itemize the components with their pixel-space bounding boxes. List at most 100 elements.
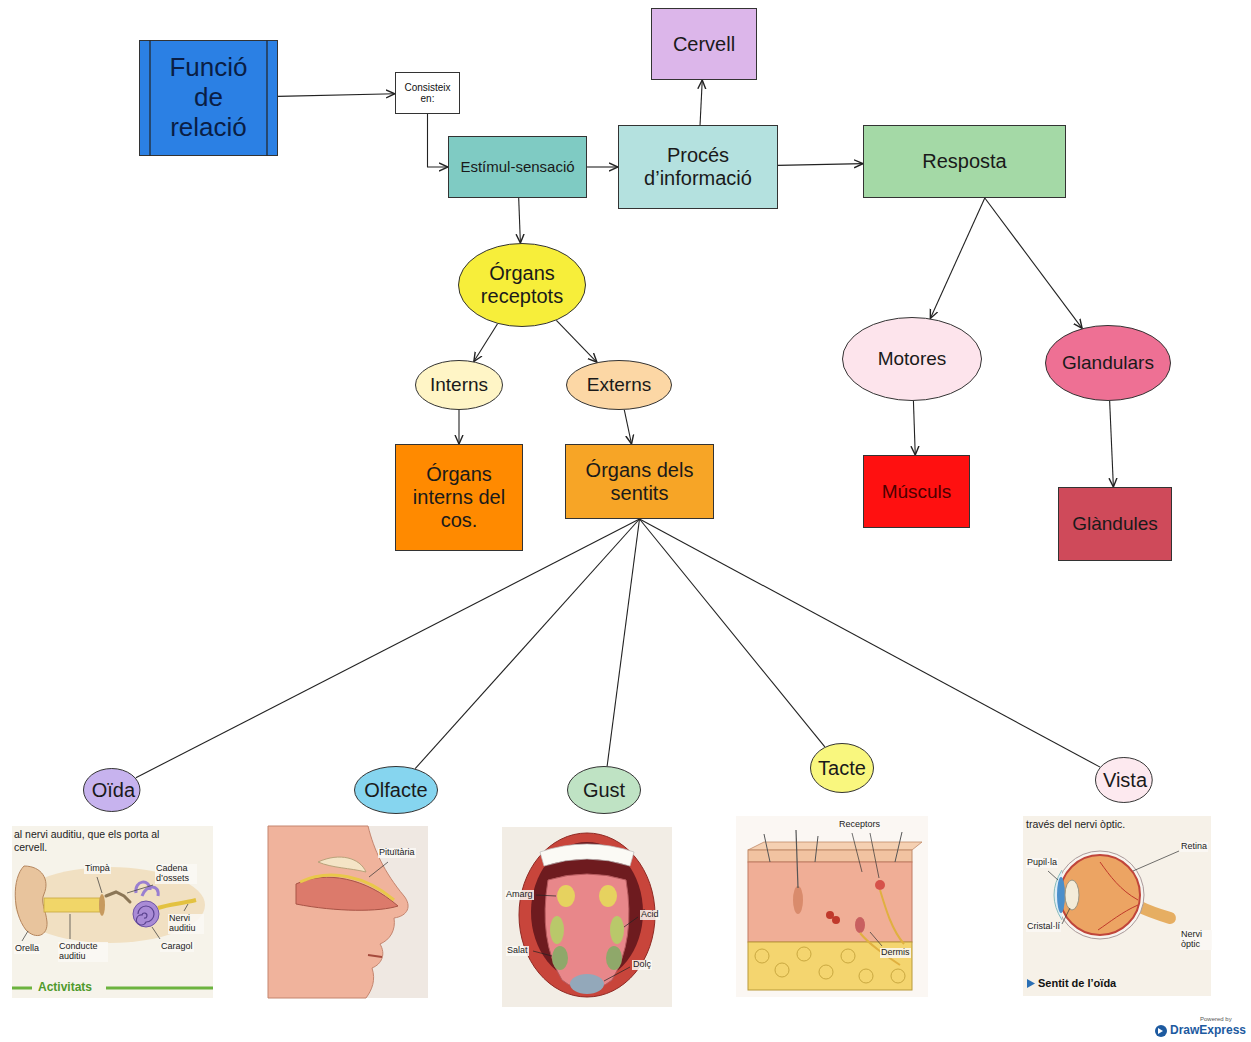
eye-illustration-part (1027, 979, 1035, 988)
eye-illustration (1023, 816, 1211, 996)
connector-arrow (778, 164, 863, 166)
eye-illustration-part (1065, 880, 1079, 910)
photo-label: Nervi auditiu (168, 914, 204, 934)
watermark-logo-part (1155, 1025, 1167, 1037)
skin-illustration-part (852, 833, 862, 872)
connector-line (640, 519, 825, 747)
eye-illustration-part (1057, 877, 1065, 913)
concept-ellipse: Interns (415, 360, 503, 410)
skin-illustration-part (870, 932, 882, 946)
skin-illustration-part (748, 850, 912, 862)
node-shape (619, 126, 778, 209)
photo-label: Dermis (880, 948, 911, 958)
photo-label: Sentit de l’oïda (1038, 977, 1116, 989)
tongue-illustration-part (557, 885, 575, 907)
watermark-logo-part (1158, 1028, 1163, 1034)
node-shape (449, 137, 587, 198)
concept-box: Órgans dels sentits (565, 444, 714, 519)
skin-illustration-part (764, 834, 770, 862)
concept-box: Resposta (863, 125, 1066, 198)
photo-label: Cristal·lí (1026, 922, 1061, 932)
tongue-illustration-part (599, 885, 617, 907)
node-text: Músculs (882, 481, 952, 503)
concept-ellipse: Olfacte (354, 766, 438, 814)
eye-illustration-part (1062, 908, 1070, 924)
node-text: Cervell (673, 33, 735, 56)
tongue-illustration-part (604, 967, 630, 981)
concept-ellipse: Glandulars (1045, 325, 1171, 401)
node-text: Glandulars (1062, 352, 1154, 374)
photo-label: Salat (506, 946, 529, 956)
node-shape (1046, 326, 1171, 401)
node-text: Funció de relació (155, 53, 262, 143)
photo-label: Caragol (160, 942, 194, 952)
tongue-illustration-part (606, 946, 622, 970)
connector-line (136, 519, 640, 778)
tongue-illustration-part (540, 844, 634, 866)
concept-box: Músculs (863, 455, 970, 528)
concept-ellipse: Externs (566, 360, 672, 410)
skin-illustration-part (819, 965, 833, 979)
skin-illustration-part (832, 916, 840, 924)
connector-line (640, 519, 1101, 767)
tongue-illustration-part (536, 895, 556, 896)
skin-illustration-part (875, 880, 885, 890)
skin-illustration-part (815, 836, 818, 862)
ear-illustration-part (136, 906, 154, 925)
connector-arrow (587, 166, 618, 167)
connector-line (415, 519, 639, 769)
eye-illustration-part (1098, 862, 1138, 930)
node-shape (567, 361, 672, 410)
nose-illustration-part (296, 877, 398, 910)
node-text: Órgans dels sentits (571, 459, 708, 505)
node-text: Estímul-sensació (460, 158, 574, 175)
skin-illustration-part (736, 816, 928, 997)
tongue-illustration-part (570, 974, 604, 994)
photo-label: Activitats (38, 981, 92, 994)
connector-arrow (428, 114, 449, 167)
photo-label: Amarg (505, 890, 534, 900)
node-shape (140, 41, 278, 156)
tongue-illustration-part (545, 874, 629, 990)
concept-ellipse: Tacte (810, 743, 874, 793)
nose-illustration (268, 826, 428, 998)
skin-illustration-part (797, 947, 811, 961)
concept-box: Glàndules (1058, 487, 1172, 561)
skin-illustration-part (748, 842, 922, 850)
node-shape (396, 73, 460, 114)
photo-label: cervell. (14, 842, 47, 854)
photo-label: Cadena d’ossets (155, 864, 197, 884)
connector-arrow (278, 94, 395, 97)
concept-box: Órgans interns del cos. (395, 444, 523, 551)
skin-illustration-part (775, 963, 789, 977)
node-side-bar (149, 41, 150, 156)
skin-illustration-part (748, 862, 912, 942)
connector-line (607, 519, 639, 766)
tongue-illustration-part (550, 916, 564, 944)
eye-illustration-part (1060, 855, 1140, 935)
skin-illustration-part (895, 832, 902, 862)
node-shape (84, 769, 140, 812)
concept-ellipse: Órgans receptots (458, 243, 586, 327)
eye-illustration-part (1056, 851, 1144, 939)
node-text: Gust (583, 779, 625, 802)
photo-label: al nervi auditiu, que els porta al (14, 829, 159, 841)
node-side-bar (266, 41, 267, 156)
ear-illustration-part (106, 892, 130, 902)
concept-box: Procés d’informació (618, 125, 778, 209)
nose-illustration-part (318, 857, 366, 872)
node-text: Glàndules (1072, 513, 1158, 535)
nose-illustration-part (368, 955, 382, 957)
node-text: Consisteix en: (399, 82, 456, 105)
skin-illustration-part (841, 949, 855, 963)
ear-illustration-part (97, 877, 102, 893)
tongue-illustration (502, 827, 672, 1007)
connector-arrow (624, 410, 631, 444)
eye-illustration-part (1048, 871, 1058, 880)
concept-box: Cervell (651, 8, 757, 80)
node-shape (566, 445, 714, 519)
skin-illustration-part (755, 949, 769, 963)
node-text: Vista (1103, 769, 1145, 792)
ear-illustration-part (152, 927, 160, 939)
tongue-illustration-part (533, 951, 552, 956)
